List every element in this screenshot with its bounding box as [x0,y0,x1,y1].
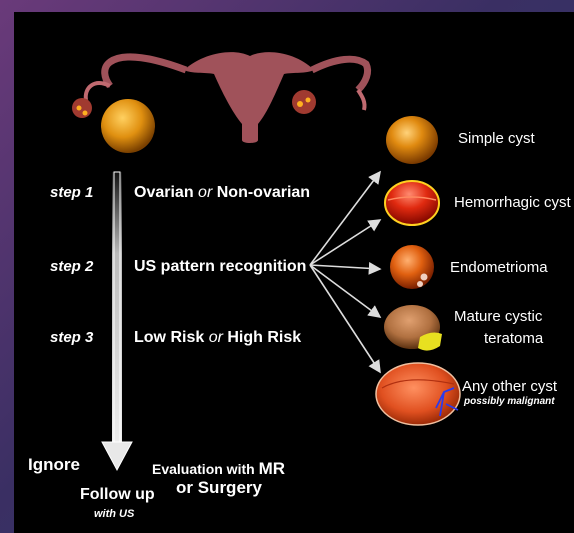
main-flow-arrow [102,172,132,470]
diagram-canvas: step 1 Ovarian or Non-ovarian step 2 US … [14,12,574,533]
endometrioma-image [390,245,434,289]
any-other-cyst-label: Any other cyst [462,378,557,395]
mr-label: MR [259,459,285,478]
step-2-label: step 2 [50,258,93,275]
uterus-illustration [72,52,368,153]
ovarian-label: Ovarian [134,184,194,201]
step-1-text: Ovarian or Non-ovarian [134,184,310,202]
mature-cystic-label: Mature cystic [454,308,542,325]
branch-arrows [310,172,380,372]
teratoma-label: teratoma [484,330,543,347]
step-2-text: US pattern recognition [134,258,306,276]
teratoma-image [384,305,442,351]
high-risk-label: High Risk [227,329,301,346]
ovarian-cyst-illustration [101,99,155,153]
endometrioma-label: Endometrioma [450,259,548,276]
possibly-malignant-label: possibly malignant [464,396,555,407]
simple-cyst-image [386,116,438,164]
evaluation-label: Evaluation with MR [152,459,285,479]
simple-cyst-label: Simple cyst [458,130,535,147]
follow-up-label: Follow up [80,486,155,504]
ignore-label: Ignore [28,455,80,475]
step-1-label: step 1 [50,184,93,201]
with-us-label: with US [94,508,134,520]
surgery-label: or Surgery [176,478,262,498]
non-ovarian-label: Non-ovarian [217,184,310,201]
or-conjunction: or [209,329,223,346]
low-risk-label: Low Risk [134,329,204,346]
evaluation-prefix: Evaluation with [152,461,255,477]
hemorrhagic-cyst-image [385,181,439,225]
or-conjunction: or [198,184,212,201]
malignant-cyst-image [376,363,460,425]
step-3-label: step 3 [50,329,93,346]
step-3-text: Low Risk or High Risk [134,329,301,347]
hemorrhagic-cyst-label: Hemorrhagic cyst [454,194,571,211]
